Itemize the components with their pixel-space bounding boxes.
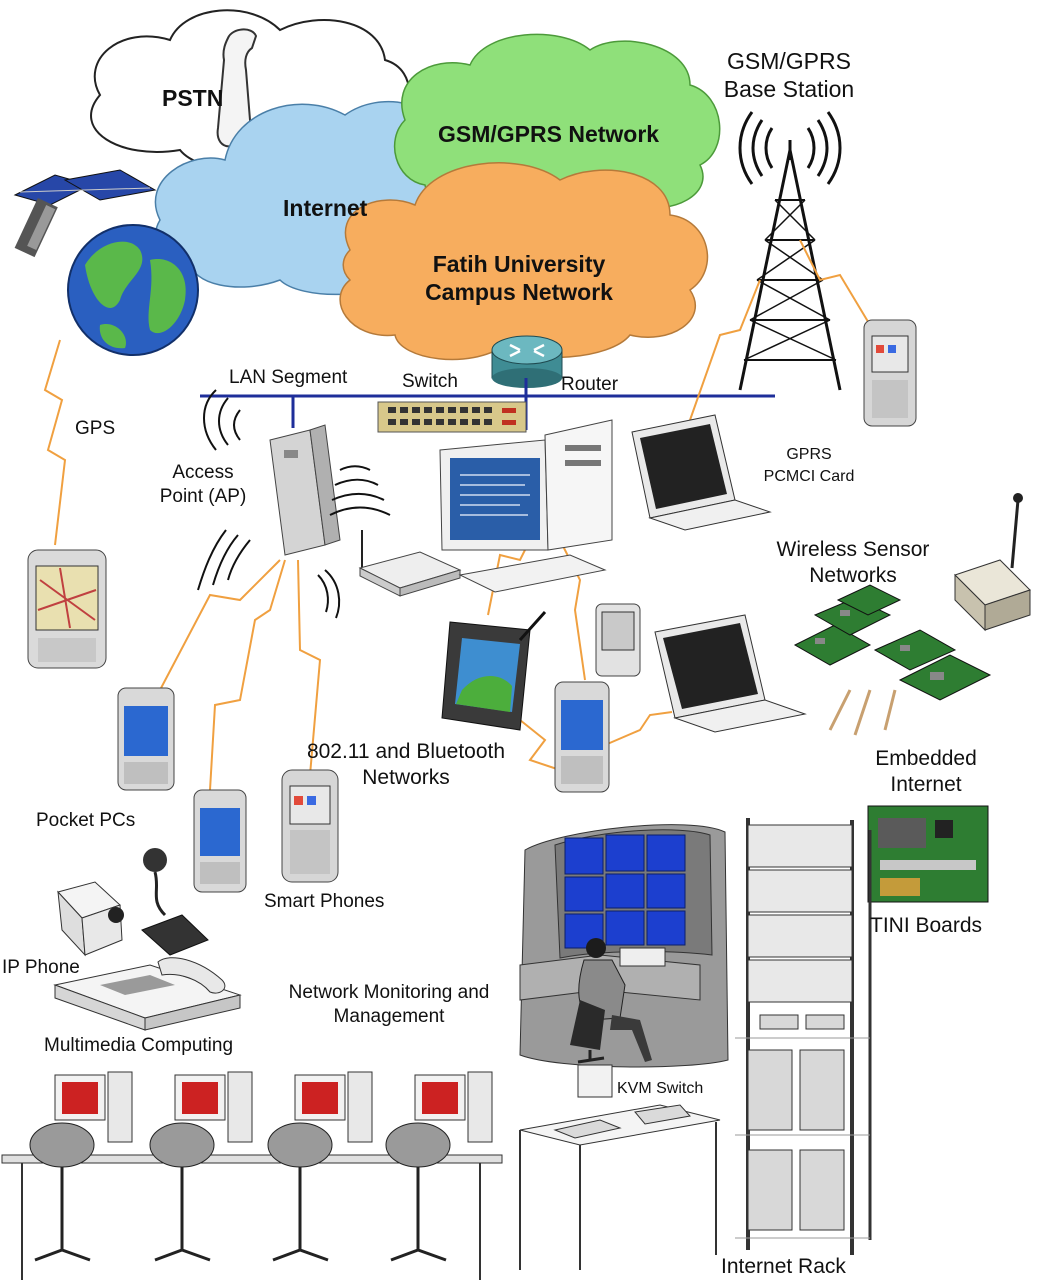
laptop-icon <box>654 614 807 733</box>
internet-label: Internet <box>283 195 368 221</box>
laptop-icon <box>631 414 772 531</box>
globe-icon <box>67 224 199 356</box>
network-monitoring-label-line1: Network Monitoring and <box>288 982 490 1003</box>
embedded-internet-label-line2: Internet <box>890 773 962 796</box>
smartphone-icon <box>281 769 339 883</box>
pstn-label: PSTN <box>162 85 224 111</box>
wsn-label: Wireless Sensor Networks <box>777 537 930 589</box>
desktop-pc-icon <box>439 419 613 593</box>
pda-icon <box>27 549 107 669</box>
bluetooth-networks-label-line1: 802.11 and Bluetooth <box>306 740 506 763</box>
desk-phone-icon <box>53 957 242 1031</box>
lan-segment-label: LAN Segment <box>229 367 348 388</box>
gsm-network-label: GSM/GPRS Network <box>438 121 660 147</box>
video-camera-icon <box>57 881 124 957</box>
lab-screens <box>54 1074 466 1121</box>
network-monitoring-label-line2: Management <box>333 1006 445 1027</box>
campus-network-cloud <box>339 162 709 361</box>
campus-network-label-line1: Fatih University <box>432 251 606 277</box>
smartphone-icon <box>117 687 175 791</box>
wsn-label-line2: Networks <box>809 564 897 587</box>
base-station-label-line2: Base Station <box>723 76 855 102</box>
pda-icon <box>595 603 641 677</box>
control-center-icon <box>519 824 729 1068</box>
gps-label: GPS <box>75 418 116 439</box>
access-point-icon <box>269 424 341 556</box>
campus-network-label: Fatih University Campus Network <box>425 250 613 306</box>
sensor-board-icon <box>793 584 992 736</box>
base-station-label-line1: GSM/GPRS <box>727 48 851 74</box>
router-label: Router <box>561 374 619 395</box>
operator-figure <box>570 938 652 1064</box>
smartphone-icon <box>193 789 247 893</box>
embedded-internet-label: Embedded Internet <box>875 746 977 798</box>
access-point-label-line1: Access <box>172 462 234 483</box>
lab-workstation-icon <box>1 1071 503 1280</box>
tablet-pc-icon <box>441 611 547 731</box>
wireless-router-icon <box>358 530 462 597</box>
kvm-switch-icon <box>519 1064 721 1270</box>
multimedia-label: Multimedia Computing <box>44 1035 234 1056</box>
tini-boards-label: TINI Boards <box>870 914 983 937</box>
radio-waves-icon <box>197 389 391 619</box>
ip-phone-label: IP Phone <box>2 957 80 978</box>
smart-phones-label: Smart Phones <box>264 891 385 912</box>
sensor-node-icon <box>954 493 1031 632</box>
bluetooth-networks-label-line2: Networks <box>362 766 450 789</box>
smartphone-icon <box>554 681 610 793</box>
router-icon <box>491 335 563 388</box>
pocket-pcs-label: Pocket PCs <box>36 810 136 831</box>
cell-tower-icon <box>738 111 842 391</box>
gprs-card-label-line2: PCMCI Card <box>763 468 855 485</box>
internet-rack-label: Internet Rack <box>721 1255 846 1278</box>
gprs-card-label: GPRS PCMCI Card <box>764 444 855 488</box>
campus-network-label-line2: Campus Network <box>425 279 613 305</box>
gprs-card-label-line1: GPRS <box>786 446 832 463</box>
access-point-label-line2: Point (AP) <box>159 486 247 507</box>
switch-label: Switch <box>402 371 458 392</box>
satellite-icon <box>13 169 157 258</box>
kvm-switch-label: KVM Switch <box>617 1080 704 1097</box>
switch-icon <box>377 401 527 433</box>
base-station-label: GSM/GPRS Base Station <box>724 47 854 103</box>
wsn-label-line1: Wireless Sensor <box>776 538 930 561</box>
access-point-label: Access Point (AP) <box>160 461 247 509</box>
embedded-internet-label-line1: Embedded <box>875 747 977 770</box>
server-rack-icon <box>735 818 872 1255</box>
webcam-icon <box>141 848 209 956</box>
network-monitoring-label: Network Monitoring and Management <box>289 981 490 1029</box>
smartphone-icon <box>863 319 917 427</box>
bluetooth-networks-label: 802.11 and Bluetooth Networks <box>307 739 505 791</box>
tini-board-icon <box>867 805 989 903</box>
